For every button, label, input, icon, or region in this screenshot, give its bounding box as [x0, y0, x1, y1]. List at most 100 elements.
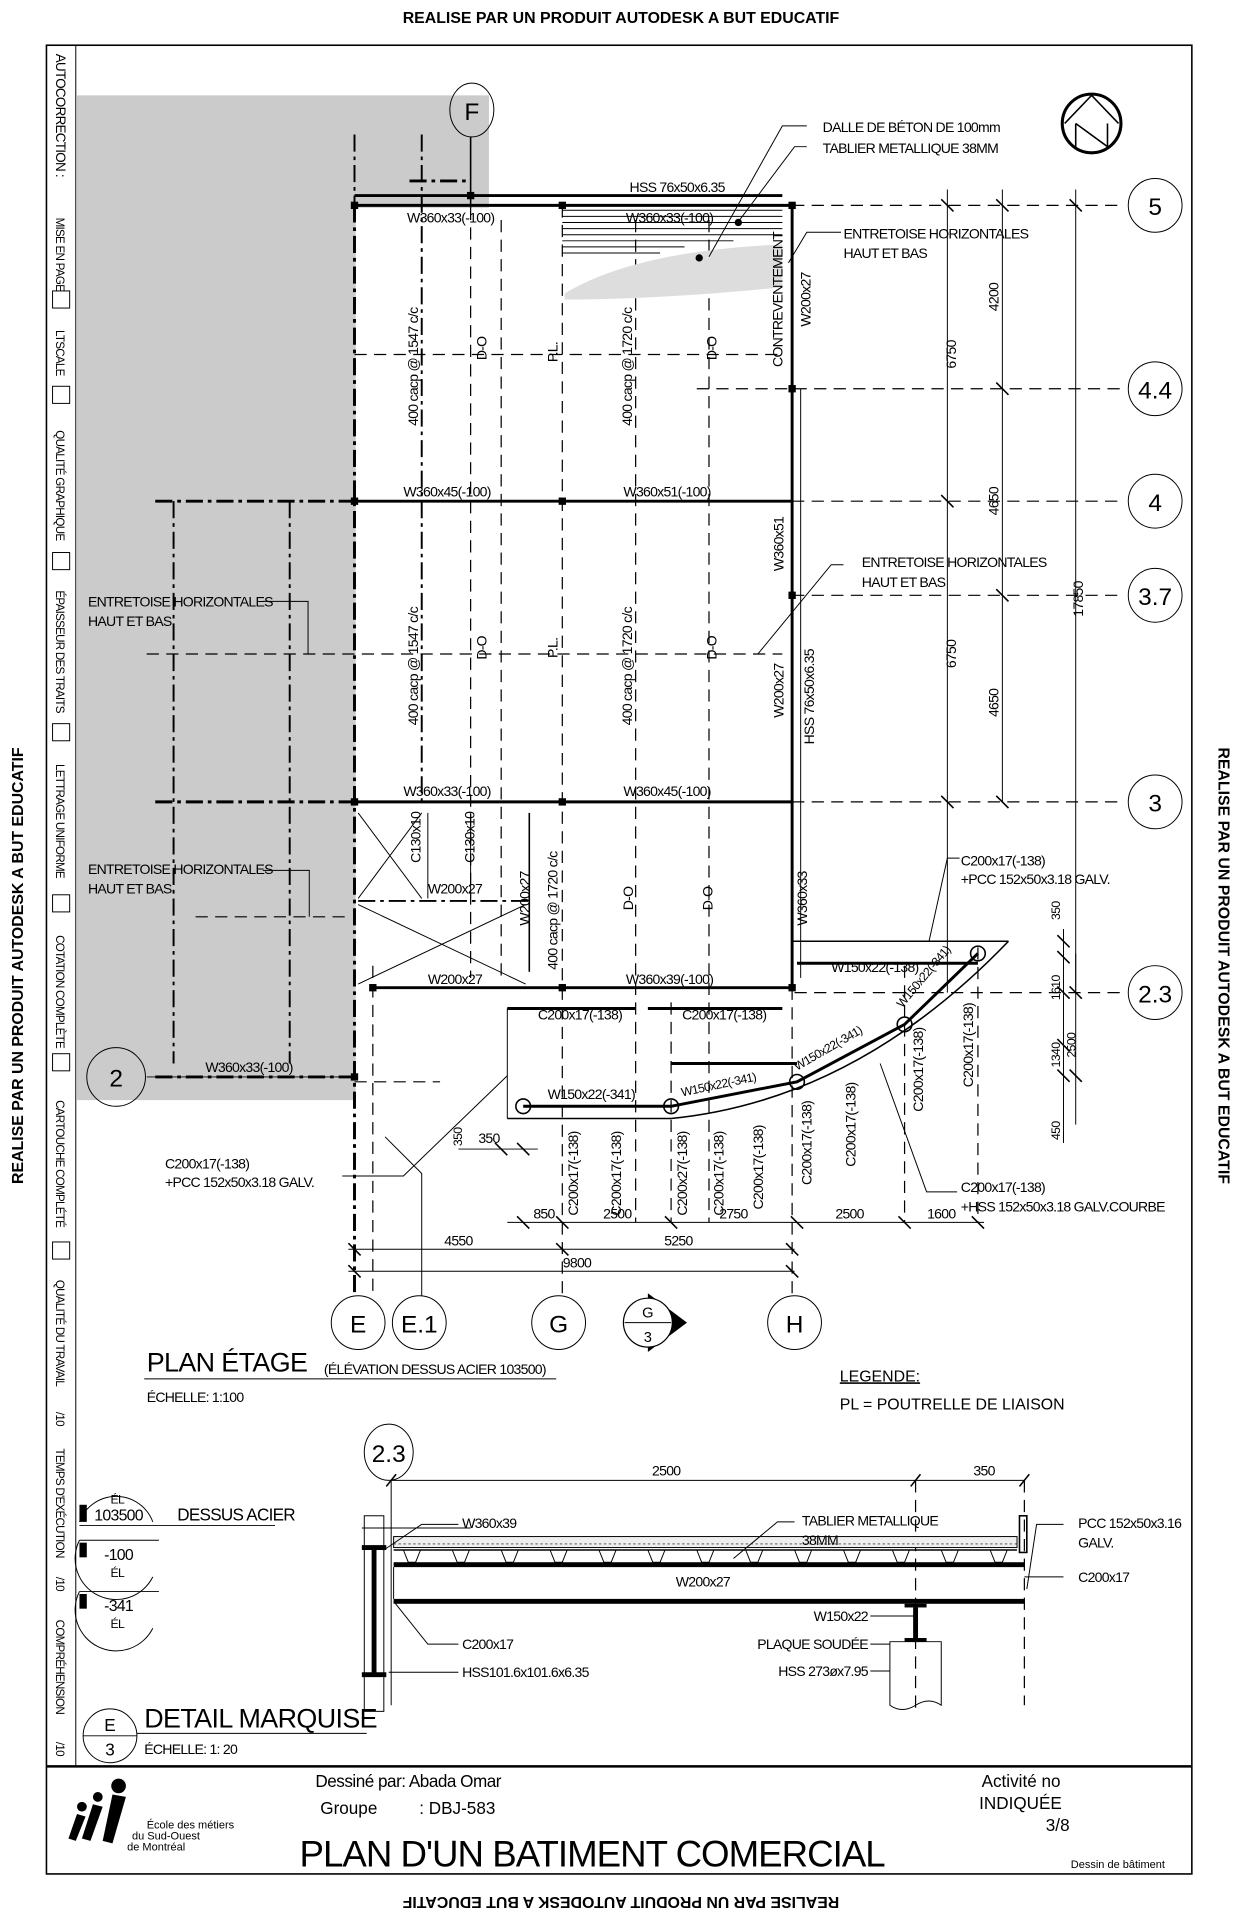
dimension-text: 4650: [986, 688, 1002, 717]
checkbox[interactable]: [52, 1053, 71, 1072]
checkbox[interactable]: [52, 894, 71, 913]
dessus-acier-label: DESSUS ACIER: [177, 1506, 295, 1525]
beam-label: HSS 76x50x6.35: [630, 179, 726, 195]
checklist-score-item: COMPRÉHENSION: [53, 1620, 66, 1715]
detail-dimension: 2500: [652, 1462, 681, 1478]
dimension-text: 17850: [1070, 580, 1086, 616]
beam-label: C200x17(-138): [843, 1082, 859, 1166]
beam-label: W150x22(-341): [680, 1070, 758, 1100]
beam-label: C200x17(-138): [565, 1131, 581, 1215]
callout-label: +PCC 152x50x3.18 GALV.: [961, 871, 1110, 887]
joist-label: P.L.: [544, 342, 560, 362]
callout-label: ENTRETOISE HORIZONTALES: [88, 593, 273, 609]
beam-label: W200x27: [771, 663, 787, 718]
beam-label: W200x27: [516, 870, 532, 925]
callout-label: +PCC 152x50x3.18 GALV.: [165, 1174, 314, 1190]
floor-plan: [146, 125, 1125, 1296]
drawing-title: PLAN D'UN BATIMENT COMERCIAL: [299, 1834, 885, 1875]
checklist-item: ÉPAISSEUR DES TRAITS: [53, 590, 66, 713]
beam-label: C200x17(-138): [910, 1027, 926, 1111]
score-suffix: /10: [53, 1577, 66, 1591]
plan-elevation-note: (ÉLÉVATION DESSUS ACIER 103500): [324, 1361, 546, 1377]
callout-label: HAUT ET BAS: [88, 881, 172, 897]
checkbox[interactable]: [52, 1241, 71, 1260]
sheet-number: 3/8: [1046, 1816, 1070, 1835]
grid-bubble-E: E: [350, 1311, 366, 1338]
detail-title: DETAIL MARQUISE: [144, 1703, 377, 1733]
detail-scale: ÉCHELLE: 1: 20: [144, 1741, 238, 1757]
detail-label: W360x39: [462, 1515, 517, 1531]
beam-label: C200x17(-138): [538, 1006, 622, 1022]
watermark-top: REALISE PAR UN PRODUIT AUTODESK A BUT ED…: [403, 10, 840, 27]
callout-label: DALLE DE BÉTON DE 100mm: [823, 119, 1000, 135]
title-block: École des métiers du Sud-Ouest de Montré…: [68, 1772, 1165, 1875]
callout-label: C200x17(-138): [961, 1179, 1045, 1195]
detail-label: GALV.: [1078, 1535, 1113, 1551]
grid-bubble-3-7: 3.7: [1138, 584, 1172, 611]
checkbox[interactable]: [52, 723, 71, 742]
group-label: Groupe: [320, 1799, 377, 1818]
callout-label: HAUT ET BAS: [843, 245, 927, 261]
beam-label: W360x33(-100): [407, 209, 494, 225]
joist-label: 400 cacp @ 1720 c/c: [619, 606, 635, 725]
beam-label: W150x22(-138): [831, 959, 918, 975]
beam-label: W360x45(-100): [623, 783, 710, 799]
score-suffix: /10: [53, 1412, 66, 1426]
section-marker[interactable]: G 3: [622, 1293, 687, 1352]
beam-label: C130x10: [408, 811, 424, 863]
checklist-item: CARTOUCHE COMPLÉTÉ: [53, 1100, 66, 1228]
joist-label: 400 cacp @ 1547 c/c: [405, 307, 421, 426]
beam-label: C200x27(-138): [674, 1131, 690, 1215]
joist-label: D-O: [620, 886, 636, 910]
detail-label: 38MM: [802, 1532, 838, 1548]
beam-label: W360x33(-100): [205, 1059, 292, 1075]
elevation-marker-label: ÉL: [110, 1492, 125, 1507]
grid-bubble-F: F: [464, 99, 479, 126]
beam-label: W150x22(-341): [548, 1086, 635, 1102]
beam-label: W360x33: [794, 870, 810, 925]
detail-label: HSS101.6x101.6x6.35: [462, 1664, 590, 1680]
beam-label: W200x27: [428, 971, 483, 987]
dimension-text: 350: [1049, 901, 1063, 920]
watermark-left: REALISE PAR UN PRODUIT AUTODESK A BUT ED…: [10, 747, 27, 1184]
school-name: du Sud-Ouest: [132, 1831, 200, 1843]
callout-label: ENTRETOISE HORIZONTALES: [862, 554, 1047, 570]
school-logo: École des métiers du Sud-Ouest de Montré…: [68, 1778, 235, 1854]
joist-label: 400 cacp @ 1720 c/c: [619, 307, 635, 426]
grid-bubble-2-3: 2.3: [1138, 981, 1172, 1008]
checkbox[interactable]: [52, 552, 71, 571]
score-suffix: /10: [53, 1742, 66, 1756]
callout-label: HAUT ET BAS: [88, 613, 172, 629]
deck-hatch: [562, 209, 783, 300]
beam-label: C200x17(-138): [682, 1006, 766, 1022]
grid-bubble-4: 4: [1148, 490, 1162, 517]
grid-bubbles: F 5 4.4 4 3.7 3 2.3 2 E E.1 G H G 3: [86, 82, 1183, 1352]
beam-label: W360x39(-100): [626, 971, 713, 987]
drawn-by: Dessiné par: Abada Omar: [315, 1772, 501, 1791]
north-arrow-icon: [1060, 92, 1123, 155]
dimension-text: 350: [451, 1127, 465, 1146]
autocorrection-checklist: AUTOCORRECTION : MISE EN PAGE LTSCALE QU…: [52, 54, 71, 1756]
grid-bubble-2: 2: [109, 1066, 123, 1093]
beam-label: W360x51(-100): [623, 483, 710, 499]
school-name: École des métiers: [147, 1819, 235, 1832]
beam-label: C200x17(-138): [711, 1131, 727, 1215]
dimension-text: 9800: [563, 1255, 592, 1271]
beam-label: HSS 76x50x6.35: [801, 648, 817, 744]
detail-grid-bubble: 2.3: [372, 1441, 406, 1468]
callout-label: HAUT ET BAS: [862, 574, 946, 590]
legend-heading: LEGENDE:: [840, 1368, 920, 1385]
checklist-item: MISE EN PAGE: [53, 218, 66, 293]
dimension-text: 1600: [927, 1206, 956, 1222]
plan-scale: ÉCHELLE: 1:100: [147, 1389, 245, 1405]
grid-bubble-4-4: 4.4: [1138, 378, 1172, 405]
dimension-text: 5250: [664, 1233, 693, 1249]
beam-label: C200x17(-138): [799, 1101, 815, 1185]
beam-label: W200x27: [428, 881, 483, 897]
checkbox[interactable]: [52, 290, 71, 309]
elevation-value: -341: [104, 1598, 134, 1615]
dimension-text: 1340: [1049, 1042, 1063, 1068]
checkbox[interactable]: [52, 385, 71, 404]
beam-label: C130x10: [461, 811, 477, 863]
watermark-right: REALISE PAR UN PRODUIT AUTODESK A BUT ED…: [1215, 747, 1232, 1184]
